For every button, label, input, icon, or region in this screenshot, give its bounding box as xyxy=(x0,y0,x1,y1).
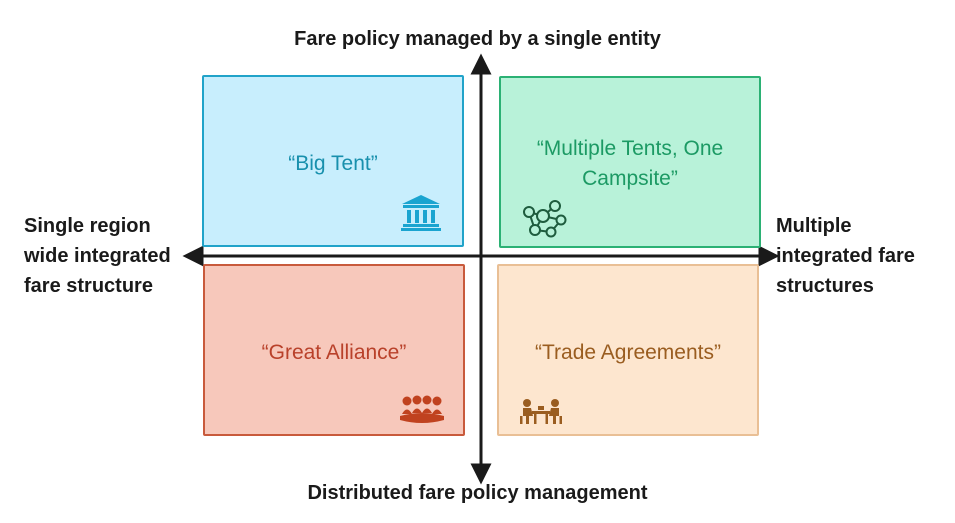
quadrant-title: “Trade Agreements” xyxy=(535,341,721,364)
quadrant-title: “Big Tent” xyxy=(288,152,378,175)
quadrant-multiple-tents: “Multiple Tents, One Campsite” xyxy=(499,76,761,248)
government-building-icon xyxy=(401,195,441,231)
network-nodes-icon xyxy=(523,200,567,238)
quadrant-great-alliance: “Great Alliance” xyxy=(203,264,465,436)
meeting-table-icon xyxy=(400,395,444,423)
negotiation-icon xyxy=(520,399,562,424)
axis-label-top: Fare policy managed by a single entity xyxy=(294,28,661,50)
axis-label-right: Multiple integrated fare structures xyxy=(776,215,915,297)
quadrant-title: “Great Alliance” xyxy=(261,341,407,364)
quadrant-title: “Multiple Tents, One Campsite” xyxy=(536,137,724,190)
quadrant-big-tent: “Big Tent” xyxy=(202,75,464,247)
axis-label-bottom: Distributed fare policy management xyxy=(307,482,648,504)
quadrant-trade-agreements: “Trade Agreements” xyxy=(497,264,759,436)
axis-label-left: Single region wide integrated fare struc… xyxy=(24,215,171,297)
